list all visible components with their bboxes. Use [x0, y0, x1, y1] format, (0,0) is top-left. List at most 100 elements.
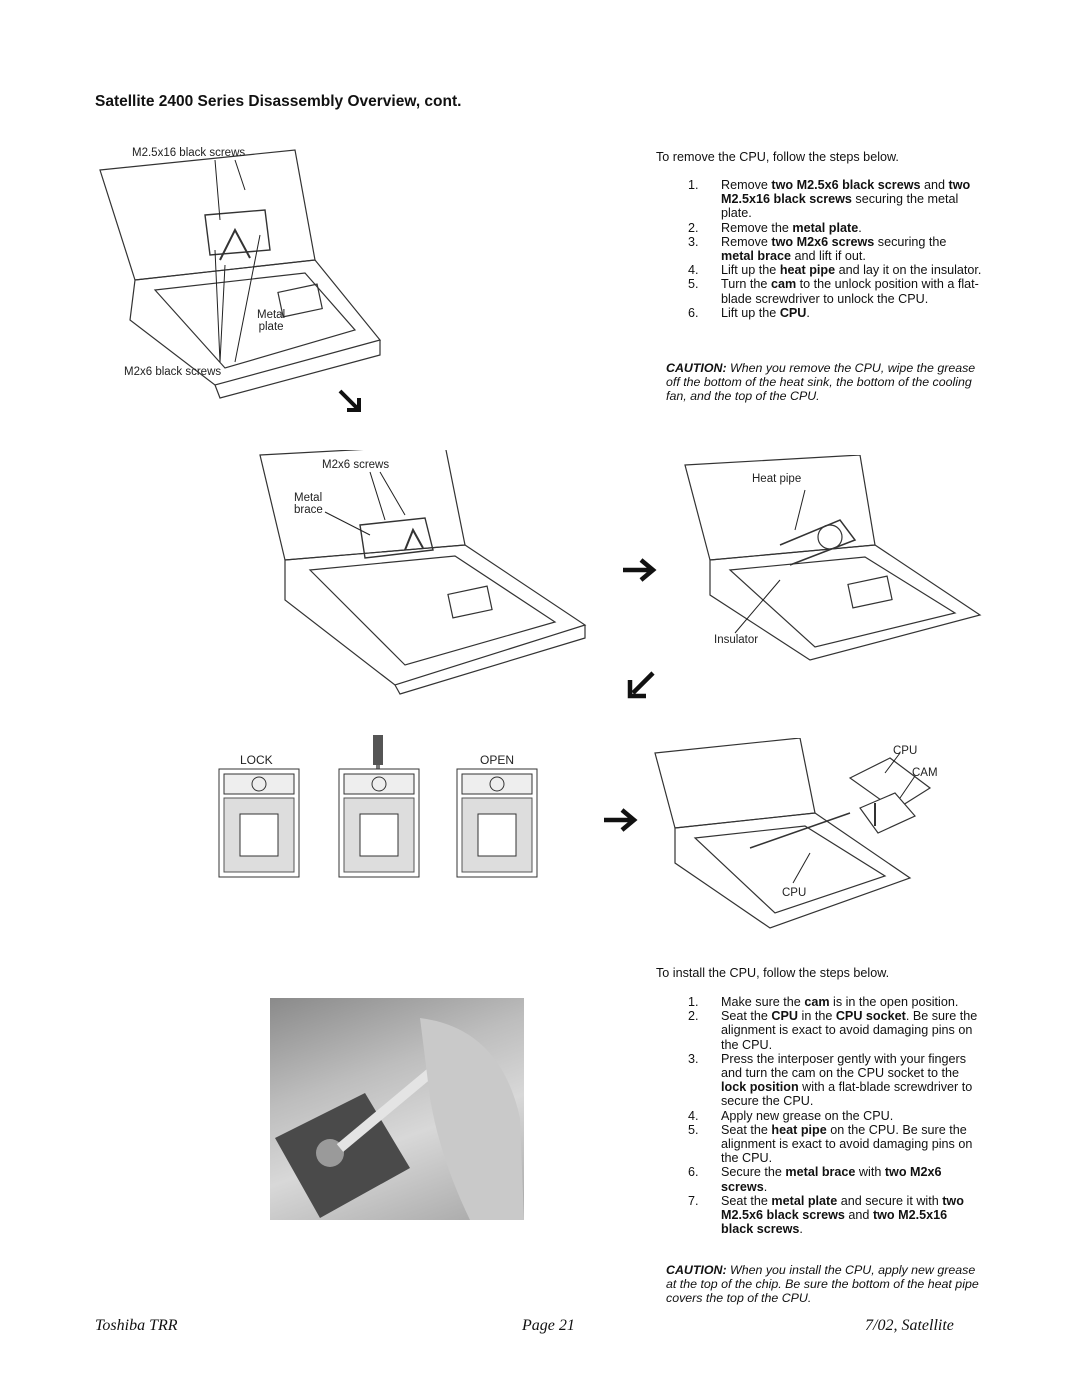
step-text: Press the interposer gently with your fi… [721, 1051, 966, 1081]
step-emphasis: two M2.5x6 black screws [721, 1193, 964, 1223]
step-number: 6. [688, 305, 699, 320]
label-m2x6-screws: M2x6 screws [322, 459, 390, 471]
step-text: Seat the [721, 1009, 772, 1024]
label-metal-plate: Metal plate [257, 309, 286, 333]
step-emphasis: lock position [721, 1080, 799, 1095]
page-title: Satellite 2400 Series Disassembly Overvi… [95, 93, 462, 110]
step-text: securing the metal plate. [721, 192, 959, 221]
step-emphasis: CPU socket [835, 1009, 906, 1024]
label-cpu-top: CPU [893, 745, 918, 757]
step-emphasis: two M2.5x6 black screws [771, 178, 921, 192]
laptop-figure-heat-pipe [684, 455, 982, 661]
arrow-right-icon [623, 558, 657, 582]
caution-text: When you install the CPU, apply new grea… [666, 1263, 979, 1305]
label-lock: LOCK [240, 753, 273, 767]
step-item: 4. Apply new grease on the CPU. [688, 1109, 982, 1123]
step-emphasis: two M2.5x16 black screws [721, 1208, 948, 1237]
step-text: Lift up the [721, 263, 780, 278]
step-item: 1.Make sure the cam is in the open posit… [688, 995, 982, 1009]
step-emphasis: metal plate [771, 1193, 838, 1208]
step-text: in the [798, 1009, 836, 1024]
step-text: with [855, 1165, 885, 1180]
caution-label: CAUTION: [666, 361, 727, 375]
step-text: and [920, 178, 949, 192]
step-number: 2. [688, 1009, 699, 1024]
step-number: 2. [688, 220, 699, 235]
step-emphasis: heat pipe [771, 1122, 827, 1137]
step-text: and secure it with [837, 1193, 943, 1208]
step-emphasis: cam [804, 995, 830, 1009]
cpu-socket-screwdriver-icon [338, 735, 420, 878]
step-text: and lay it on the insulator. [835, 263, 982, 278]
step-emphasis: two M2.5x16 black screws [721, 178, 971, 207]
step-text: Turn the [721, 277, 771, 292]
step-emphasis: two M2x6 screws [771, 234, 875, 249]
step-emphasis: two M2x6 screws [721, 1165, 942, 1194]
laptop-figure-metal-plate [99, 149, 382, 399]
step-text: Make sure the [721, 995, 805, 1009]
step-text: and lift if out. [791, 249, 866, 264]
step-text: on the CPU. Be sure the alignment is exa… [721, 1122, 973, 1166]
step-text: Lift up the [721, 305, 780, 320]
laptop-figure-cpu-cam [654, 738, 932, 929]
footer-left: Toshiba TRR [95, 1317, 178, 1334]
step-emphasis: metal plate [792, 220, 859, 235]
step-text: Remove [721, 178, 772, 192]
label-cpu-bottom: CPU [782, 887, 807, 899]
step-text: securing the [874, 234, 947, 249]
grease-application-photo [270, 998, 524, 1220]
step-item: 7. Seat the metal plate and secure it wit… [688, 1194, 982, 1237]
step-text: Seat the [721, 1193, 772, 1208]
install-caution: CAUTION: When you install the CPU, apply… [666, 1263, 982, 1305]
step-text: Apply new grease on the CPU. [721, 1108, 894, 1123]
step-text: . [806, 305, 810, 320]
remove-caution: CAUTION: When you remove the CPU, wipe t… [666, 361, 982, 403]
step-item: 6. Secure the metal brace with two M2x6 s… [688, 1165, 982, 1193]
step-number: 5. [688, 1122, 699, 1137]
step-item: 6. Lift up the CPU. [688, 306, 982, 320]
step-text: Secure the [721, 1165, 786, 1180]
install-intro: To install the CPU, follow the steps bel… [656, 966, 890, 980]
step-emphasis: metal brace [721, 249, 792, 264]
install-steps-list: 1.Make sure the cam is in the open posit… [688, 995, 982, 1236]
arrow-right-icon-2 [604, 808, 638, 832]
step-text: . [799, 1222, 803, 1237]
step-text: with a flat-blade screwdriver to secure … [721, 1080, 973, 1109]
remove-intro: To remove the CPU, follow the steps belo… [656, 150, 899, 164]
label-metal-brace: Metal brace [294, 492, 323, 516]
step-number: 3. [688, 1051, 699, 1066]
footer-page: Page 21 [522, 1317, 575, 1334]
step-item: 3. Press the interposer gently with your … [688, 1052, 982, 1109]
caution-label: CAUTION: [666, 1263, 727, 1277]
caution-text: When you remove the CPU, wipe the grease… [666, 361, 976, 403]
step-text: . Be sure the alignment is exact to avoi… [721, 1009, 978, 1052]
step-item: 4.Lift up the heat pipe and lay it on th… [688, 263, 982, 277]
step-emphasis: heat pipe [779, 263, 836, 278]
step-item: 3.Remove two M2x6 screws securing the me… [688, 235, 982, 263]
step-item: 1. Remove two M2.5x6 black screws and two… [688, 178, 982, 221]
label-cam: CAM [912, 767, 938, 779]
step-text: . [763, 1179, 768, 1194]
step-text: Seat the [721, 1122, 772, 1137]
step-text: is in the open position. [829, 995, 959, 1009]
step-text: Remove the [721, 220, 793, 235]
step-text: to the unlock position with a flat-blade… [721, 277, 979, 306]
label-open: OPEN [480, 753, 515, 767]
step-emphasis: cam [770, 277, 797, 292]
laptop-figure-metal-brace [259, 450, 587, 695]
remove-steps-list: 1. Remove two M2.5x6 black screws and two… [688, 178, 982, 320]
step-emphasis: metal brace [785, 1165, 856, 1180]
step-text: Remove [721, 234, 772, 249]
step-emphasis: CPU [771, 1009, 799, 1024]
cpu-socket-lock-icon [218, 768, 300, 878]
step-number: 4. [688, 1108, 699, 1123]
label-m2x6-black-screws: M2x6 black screws [124, 366, 222, 378]
label-heat-pipe: Heat pipe [752, 473, 802, 485]
label-m25x16-screws: M2.5x16 black screws [132, 147, 246, 159]
step-emphasis: CPU [779, 305, 807, 320]
step-number: 6. [688, 1165, 699, 1180]
step-item: 2.Remove the metal plate. [688, 221, 982, 235]
step-number: 7. [688, 1193, 699, 1208]
step-number: 1. [688, 178, 699, 192]
arrow-down-right-icon [338, 389, 361, 412]
